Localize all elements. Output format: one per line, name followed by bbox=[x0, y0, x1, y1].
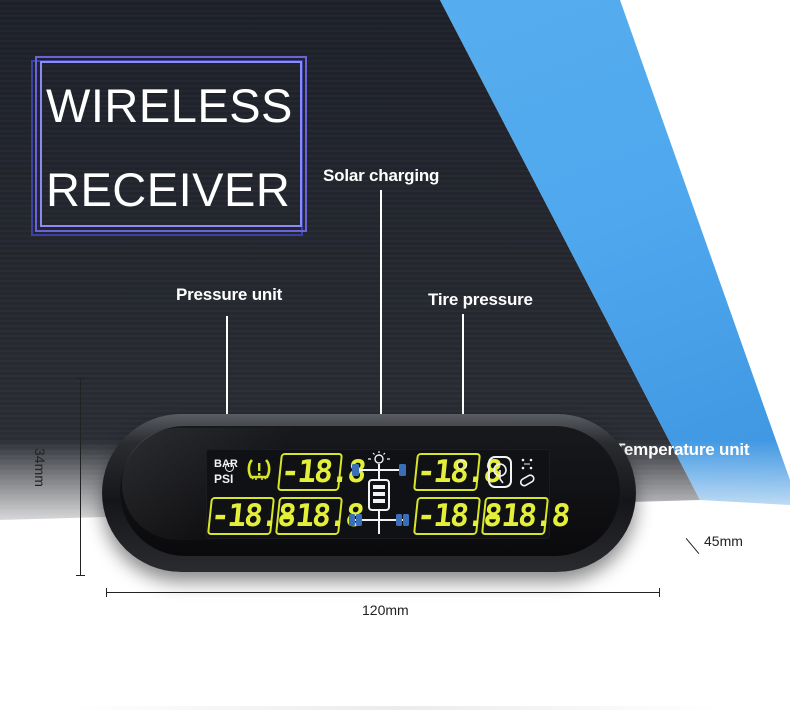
vehicle-diagram-icon bbox=[349, 451, 409, 534]
tire-pressure-indicator-ring-icon bbox=[457, 460, 467, 470]
depth-dimension-text: 45mm bbox=[704, 533, 743, 549]
height-dimension-tick-bottom bbox=[76, 575, 85, 576]
height-dimension-tick-top bbox=[76, 378, 85, 379]
unit-selector-ring-icon bbox=[225, 463, 234, 472]
width-dimension-tick-right bbox=[659, 588, 660, 597]
title-line-2: RECEIVER bbox=[46, 163, 291, 216]
reading-rear-left-outer: -18.8 bbox=[207, 497, 296, 535]
temperature-sensor-icon bbox=[488, 456, 535, 488]
reading-rear-right-outer: -18.8 bbox=[481, 497, 570, 535]
temperature-unit-label: Temperature unit bbox=[615, 440, 750, 459]
height-dimension-text: 34mm bbox=[32, 448, 48, 487]
width-dimension-line bbox=[106, 592, 660, 593]
tire-pressure-label: Tire pressure bbox=[428, 290, 533, 309]
width-dimension-text: 120mm bbox=[362, 602, 409, 618]
solar-charging-leader-line bbox=[380, 190, 382, 452]
floor-shadow bbox=[70, 706, 720, 710]
pressure-unit-leader-line bbox=[226, 316, 228, 466]
unit-psi-text: PSI bbox=[214, 472, 234, 486]
title-frame-front bbox=[40, 61, 302, 227]
pressure-unit-label: Pressure unit bbox=[176, 285, 283, 304]
solar-charging-label: Solar charging bbox=[323, 166, 440, 185]
reading-rear-right-inner: -18.8 bbox=[413, 497, 502, 535]
tpms-warning-icon bbox=[247, 459, 271, 480]
title-line-1: WIRELESS bbox=[46, 79, 293, 132]
lcd-display: BAR PSI -18.8 -18.8 -18.8 -18.8 -18.8 -1… bbox=[206, 449, 570, 539]
width-dimension-tick-left bbox=[106, 588, 107, 597]
reading-front-right: -18.8 bbox=[413, 453, 502, 491]
reading-front-left: -18.8 bbox=[277, 453, 366, 491]
height-dimension-line bbox=[80, 378, 81, 576]
tire-pressure-leader-line bbox=[462, 314, 464, 462]
title-frame-middle bbox=[35, 56, 307, 232]
reading-rear-left-inner: -18.8 bbox=[275, 497, 364, 535]
